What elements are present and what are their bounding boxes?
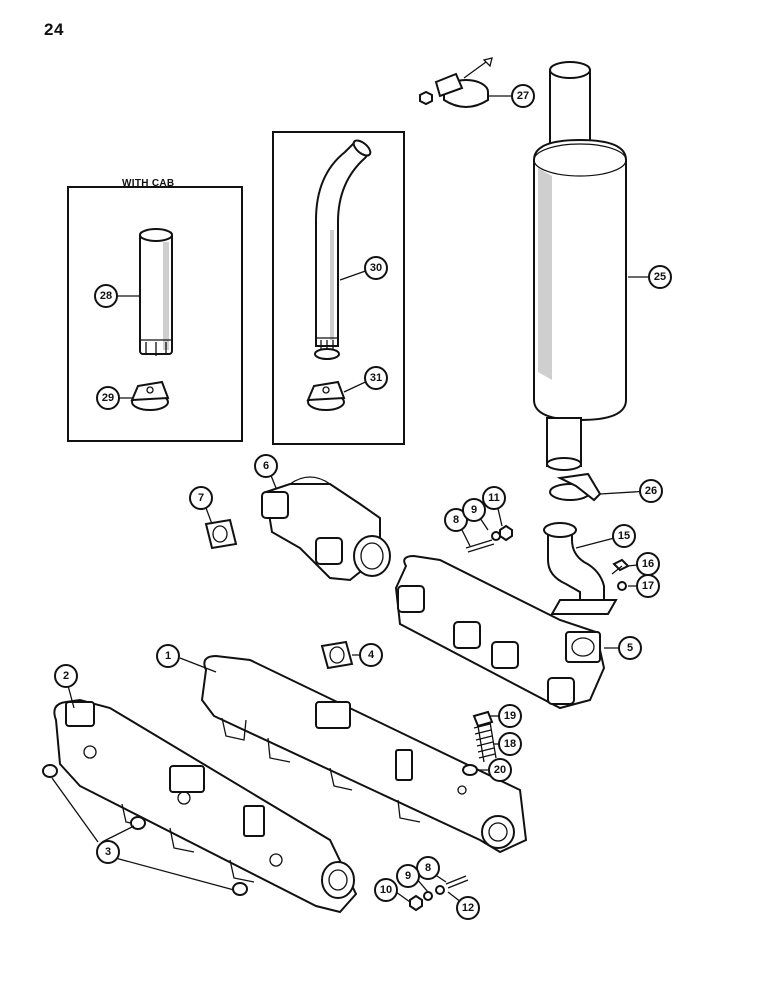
callout-2: 2: [54, 664, 78, 688]
callout-18: 18: [498, 732, 522, 756]
callout-6: 6: [254, 454, 278, 478]
callout-5: 5: [618, 636, 642, 660]
part-15-elbow: [543, 522, 618, 615]
parts-16-17-bolt-washer: [611, 558, 630, 591]
callout-11: 11: [482, 486, 506, 510]
part-6-manifold-elbow: [261, 476, 391, 582]
callout-28: 28: [94, 284, 118, 308]
callout-3: 3: [96, 840, 120, 864]
part-31-clamp: [306, 380, 346, 411]
part-4-gasket: [320, 640, 354, 670]
part-5-rear-exhaust-manifold: [394, 554, 606, 710]
part-25-muffler: [533, 61, 627, 471]
with-cab-box: [67, 186, 243, 442]
callout-12: 12: [456, 896, 480, 920]
part-27-rain-cap: [419, 57, 493, 108]
part-3-plugs: [42, 764, 248, 896]
callout-7: 7: [189, 486, 213, 510]
part-26-clamp: [549, 472, 602, 502]
parts-18-19-20-heater-assembly: [462, 710, 497, 776]
part-2-lower-manifold: [53, 698, 358, 914]
part-1-manifold: [200, 654, 528, 854]
callout-15: 15: [612, 524, 636, 548]
callout-26: 26: [639, 479, 663, 503]
callout-9-upper: 9: [462, 498, 486, 522]
part-28-exhaust-pipe: [139, 228, 173, 356]
callout-17: 17: [636, 574, 660, 598]
callout-29: 29: [96, 386, 120, 410]
callout-31: 31: [364, 366, 388, 390]
stack-box: [272, 131, 405, 445]
part-7-gasket: [204, 518, 238, 550]
callout-27: 27: [511, 84, 535, 108]
with-cab-box-title: WITH CAB: [122, 178, 175, 189]
callout-30: 30: [364, 256, 388, 280]
callout-1: 1: [156, 644, 180, 668]
callout-4: 4: [359, 643, 383, 667]
callout-16: 16: [636, 552, 660, 576]
callout-19: 19: [498, 704, 522, 728]
callout-9-lower: 9: [396, 864, 420, 888]
callout-20: 20: [488, 758, 512, 782]
part-30-curved-stack: [314, 139, 372, 360]
callout-10: 10: [374, 878, 398, 902]
callout-25: 25: [648, 265, 672, 289]
page-number: 24: [44, 20, 64, 39]
stud-nut-set-lower: [409, 875, 469, 912]
part-29-clamp: [130, 380, 170, 411]
callout-8-lower: 8: [416, 856, 440, 880]
stud-nut-set-upper: [465, 524, 513, 553]
